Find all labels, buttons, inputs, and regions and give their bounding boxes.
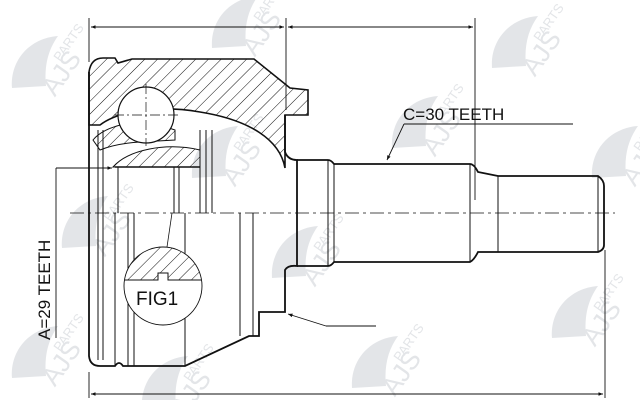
svg-text:A=29 TEETH: A=29 TEETH — [35, 240, 54, 340]
label-spline-a: A=29 TEETH — [35, 166, 112, 340]
dimension-bottom — [88, 250, 606, 398]
stub-shaft-outline — [297, 159, 605, 267]
svg-text:C=30 TEETH: C=30 TEETH — [403, 105, 504, 124]
stub-shaft-lines — [327, 160, 599, 266]
inner-race-section — [111, 146, 201, 168]
housing-outline — [88, 72, 298, 367]
detail-fig1: FIG1 — [123, 212, 203, 326]
label-spline-c: C=30 TEETH — [386, 105, 573, 161]
svg-text:FIG1: FIG1 — [136, 289, 178, 310]
